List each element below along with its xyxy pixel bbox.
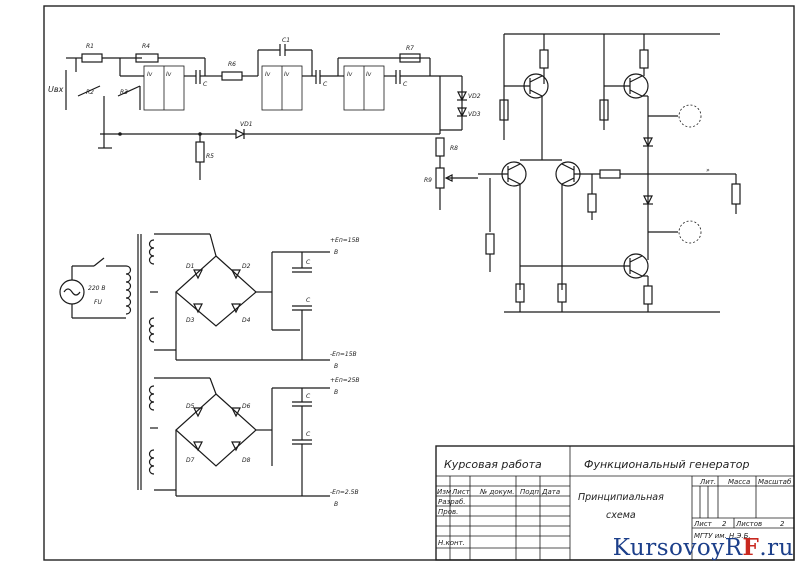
label-eneg25: -Eп=2.5В [330,489,359,496]
svg-text:Iv: Iv [166,71,172,78]
svg-text:D4: D4 [242,317,251,324]
organization: МГТУ им. Н.Э.Б. [694,532,751,540]
watermark-main: KursovoyR [612,535,743,561]
svg-text:Дата: Дата [541,488,560,496]
svg-text:Iv: Iv [347,71,353,78]
diode-vd3 [457,107,467,118]
label-mains: 220 В [88,285,105,292]
svg-text:D5: D5 [186,403,195,410]
svg-text:Лит.: Лит. [699,478,716,486]
transistor-q4-dashed [678,220,702,244]
opamp-chain: Uвх R1 R4 R2 R3 Iv Iv C R6 [48,37,481,210]
diode-vd2 [457,91,467,102]
svg-text:C: C [323,81,328,88]
svg-text:R5: R5 [206,153,214,160]
svg-text:Iv: Iv [265,71,271,78]
svg-text:VD3: VD3 [468,111,481,118]
project-name: Функциональный генератор [584,458,750,471]
drawing-name-line1: Принципиальная [578,492,664,503]
svg-text:Изм: Изм [437,488,452,496]
svg-text:Пров.: Пров. [438,508,458,516]
svg-text:D8: D8 [242,457,251,464]
watermark-accent: F [742,534,760,561]
svg-text:R3: R3 [120,89,128,96]
svg-text:C: C [306,431,311,438]
svg-text:Iv: Iv [147,71,153,78]
svg-text:В: В [334,249,338,256]
svg-text:Листов: Листов [735,520,762,528]
svg-text:C: C [306,393,311,400]
label-eneg15: -Eп=15В [330,351,357,358]
svg-text:R8: R8 [450,145,458,152]
work-type: Курсовая работа [444,458,542,471]
svg-text:Масштаб: Масштаб [758,478,792,486]
svg-text:R7: R7 [406,45,414,52]
svg-text:D2: D2 [242,263,251,270]
svg-text:Iv: Iv [366,71,372,78]
svg-text:R6: R6 [228,61,236,68]
svg-text:Подп.: Подп. [520,488,541,496]
svg-text:»: » [706,167,710,174]
svg-text:D6: D6 [242,403,251,410]
svg-text:D3: D3 [186,317,195,324]
potentiometer-r9 [435,167,445,189]
svg-text:D1: D1 [186,263,194,270]
svg-text:В: В [334,501,338,508]
svg-text:№ докум.: № докум. [479,488,515,496]
resistor-r6 [221,71,243,81]
svg-text:C: C [306,259,311,266]
transformer-primary [125,265,132,315]
resistor-r1 [81,53,103,63]
svg-text:Лист: Лист [693,520,713,528]
label-mains-switch: FU [94,299,102,306]
svg-text:В: В [334,363,338,370]
drawing-frame [43,5,795,561]
svg-text:Н.конт.: Н.конт. [438,539,465,547]
power-supply: 220 В FU D1 D2 D3 D4 C [59,233,360,508]
output-stage: » [478,33,741,313]
svg-text:R1: R1 [86,43,94,50]
svg-text:C: C [306,297,311,304]
watermark-suffix: .ru [759,535,794,561]
svg-text:D7: D7 [186,457,195,464]
svg-text:R9: R9 [424,177,432,184]
svg-text:VD1: VD1 [240,121,253,128]
svg-text:R2: R2 [86,89,94,96]
label-epos25: +Eп=25В [330,377,360,384]
svg-text:2: 2 [722,520,727,528]
diode-vd1 [235,129,246,139]
svg-text:Разраб.: Разраб. [438,498,466,506]
svg-text:Масса: Масса [728,478,750,486]
svg-text:Лист: Лист [451,488,471,496]
bridge-2 [175,393,257,467]
svg-text:VD2: VD2 [468,93,481,100]
svg-text:C1: C1 [282,37,290,44]
label-uin: Uвх [48,85,64,94]
svg-text:Iv: Iv [284,71,290,78]
label-epos15: +Eп=15В [330,237,360,244]
svg-text:2: 2 [780,520,785,528]
title-block: Курсовая работа Функциональный генератор… [435,445,795,561]
svg-text:C: C [403,81,408,88]
drawing-name-line2: схема [606,510,636,521]
watermark-logo: KursovoyRF.ru [613,534,794,564]
resistor-r8 [435,137,445,157]
resistor-r5 [195,141,205,163]
svg-text:C: C [203,81,208,88]
svg-text:R4: R4 [142,43,150,50]
bridge-1 [175,255,257,327]
svg-text:В: В [334,389,338,396]
transistor-q3-dashed [678,104,702,128]
